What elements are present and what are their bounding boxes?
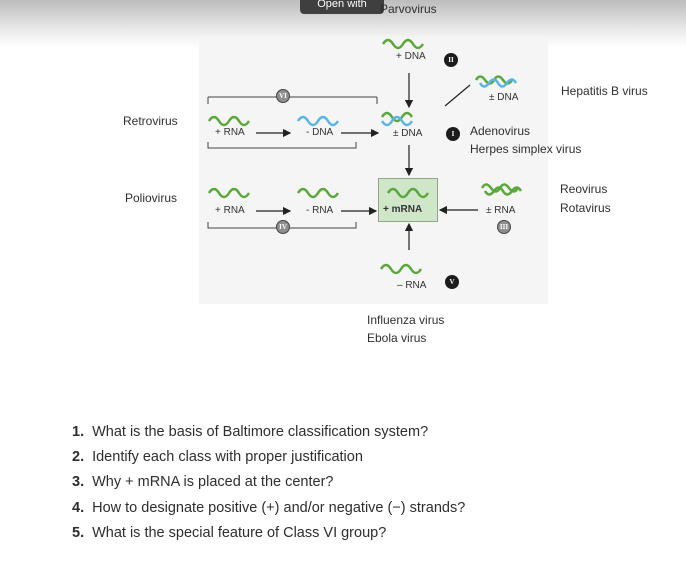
center-mid-dna-label: ± DNA xyxy=(393,128,423,139)
class-iii-badge: III xyxy=(497,220,511,234)
class-ii-badge: II xyxy=(444,53,458,67)
row2-minus-rna-label: - RNA xyxy=(306,205,334,216)
wave-center-mid-dna-a xyxy=(380,111,414,123)
retrovirus-bracket xyxy=(207,96,378,104)
question-item: 5. What is the special feature of Class V… xyxy=(72,525,386,541)
question-item: 4. How to designate positive (+) and/or n… xyxy=(72,500,465,516)
question-item: 3. Why + mRNA is placed at the center? xyxy=(72,474,333,490)
question-item: 1. What is the basis of Baltimore classif… xyxy=(72,424,428,440)
wave-center-mrna xyxy=(386,187,430,199)
open-with-label: Open with xyxy=(317,0,367,10)
question-text: What is the basis of Baltimore classific… xyxy=(92,424,429,440)
question-text: Identify each class with proper justific… xyxy=(92,449,363,465)
retrovirus-label: Retrovirus xyxy=(123,114,178,128)
class-v-badge: V xyxy=(445,275,459,289)
wave-center-bottom-rna xyxy=(379,263,423,275)
ebola-label: Ebola virus xyxy=(367,331,427,345)
center-top-dna-label: + DNA xyxy=(396,51,426,62)
row1-rna-label: + RNA xyxy=(215,127,245,138)
row2-rna-label: + RNA xyxy=(215,205,245,216)
row1-dna-label: - DNA xyxy=(306,127,334,138)
question-text: What is the special feature of Class VI … xyxy=(92,525,387,541)
class-iv-badge: IV xyxy=(276,220,290,234)
adenovirus-label: Adenovirus xyxy=(470,124,531,138)
mrna-center-box xyxy=(378,178,438,222)
open-with-button[interactable]: Open with xyxy=(300,0,384,14)
retrovirus-bracket-lower xyxy=(207,142,357,149)
wave-row1-minus-dna xyxy=(296,115,340,127)
wave-right-top-dna-b xyxy=(478,78,518,88)
reovirus-label: Reovirus xyxy=(560,182,608,196)
class-vi-badge: VI xyxy=(276,89,290,103)
question-number: 4. xyxy=(72,500,85,516)
class-i-badge: I xyxy=(446,127,460,141)
right-mid-rna-label: ± RNA xyxy=(486,205,516,216)
question-number: 5. xyxy=(72,525,85,541)
influenza-label: Influenza virus xyxy=(367,313,445,327)
question-item: 2. Identify each class with proper justif… xyxy=(72,449,363,465)
wave-row2-plus-rna xyxy=(207,187,251,199)
wave-row2-minus-rna xyxy=(296,187,340,199)
poliovirus-label: Poliovirus xyxy=(125,191,178,205)
center-mrna-label: + mRNA xyxy=(383,204,423,215)
question-number: 1. xyxy=(72,424,85,440)
herpes-simplex-label: Herpes simplex virus xyxy=(470,142,582,156)
center-bottom-rna-label: – RNA xyxy=(397,280,427,291)
wave-row1-plus-rna xyxy=(207,115,251,127)
question-number: 3. xyxy=(72,474,85,490)
wave-right-mid-rna-b xyxy=(483,186,523,196)
wave-center-top-dna xyxy=(381,38,425,50)
arrow-hepb-to-mid xyxy=(444,84,471,107)
right-top-dna-label: ± DNA xyxy=(489,92,519,103)
wave-center-mid-dna-b xyxy=(380,115,414,127)
question-number: 2. xyxy=(72,449,85,465)
rotavirus-label: Rotavirus xyxy=(560,201,611,215)
hepatitis-b-label: Hepatitis B virus xyxy=(561,84,648,98)
question-text: How to designate positive (+) and/or neg… xyxy=(92,500,466,516)
question-text: Why + mRNA is placed at the center? xyxy=(92,474,334,490)
parvovirus-label: Parvovirus xyxy=(380,2,437,16)
